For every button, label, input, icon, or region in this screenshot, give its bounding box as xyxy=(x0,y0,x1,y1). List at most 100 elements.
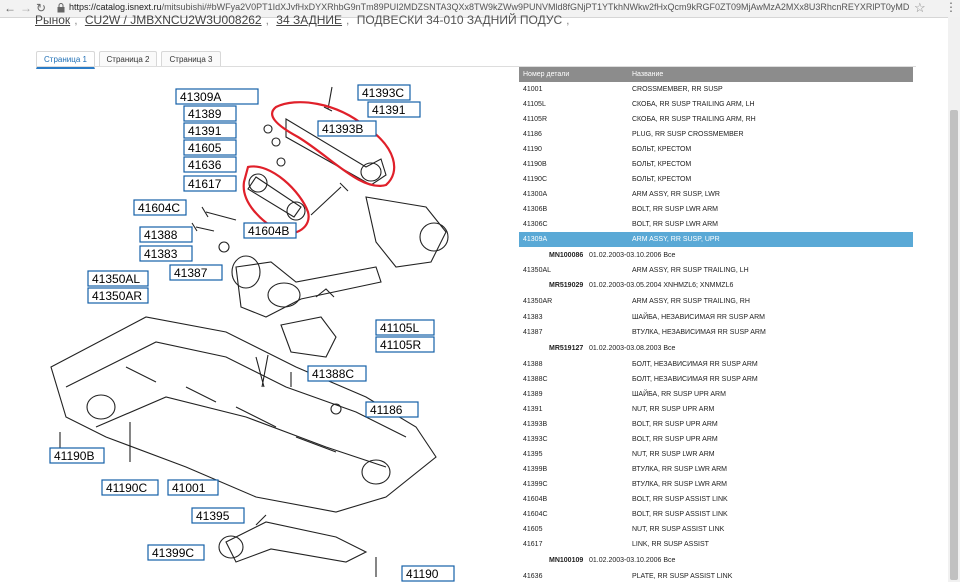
table-row[interactable]: 41306C BOLT, RR SUSP LWR ARM xyxy=(519,217,913,232)
row-part-number: 41399B xyxy=(523,466,548,473)
svg-text:41399C: 41399C xyxy=(152,546,194,560)
table-row[interactable]: 41105R СКОБА, RR SUSP TRAILING ARM, RH xyxy=(519,112,913,127)
callout-41395: 41395 xyxy=(191,507,245,524)
row-part-name: BOLT, RR SUSP LWR ARM xyxy=(632,221,718,228)
row-part-number: 41190B xyxy=(523,161,547,168)
row-part-name: СКОБА, RR SUSP TRAILING ARM, RH xyxy=(632,116,756,123)
svg-text:41605: 41605 xyxy=(188,141,222,155)
url-path: /mitsubishi/#bWFya2V0PT1IdXJvfHxDYXRhbG9… xyxy=(161,2,909,12)
forward-arrow-icon[interactable]: → xyxy=(20,1,32,15)
back-arrow-icon[interactable]: ← xyxy=(4,1,16,15)
subrow-detail: 01.02.2003-03.05.2004 XNHMZL6; XNMMZL6 xyxy=(589,282,734,289)
row-part-number: 41399C xyxy=(523,481,548,488)
row-part-number: 41393B xyxy=(523,421,548,428)
callout-41383: 41383 xyxy=(139,245,193,262)
callout-41190C: 41190C xyxy=(101,479,159,496)
table-row[interactable]: 41350AR ARM ASSY, RR SUSP TRAILING, RH xyxy=(519,294,913,309)
row-part-number: 41387 xyxy=(523,329,543,336)
row-part-name: ARM ASSY, RR SUSP, LWR xyxy=(632,191,720,198)
row-part-number: 41190 xyxy=(523,146,542,153)
row-part-name: БОЛТ, НЕЗАВИСИМАЯ RR SUSP ARM xyxy=(632,376,758,383)
row-part-number: 41389 xyxy=(523,391,543,398)
breadcrumb-market[interactable]: Рынок xyxy=(35,13,71,27)
row-part-number: 41350AR xyxy=(523,298,553,305)
reload-icon[interactable]: ↻ xyxy=(36,1,47,15)
tab-page-3[interactable]: Страница 3 xyxy=(161,51,221,67)
svg-text:41391: 41391 xyxy=(372,103,406,117)
svg-text:41395: 41395 xyxy=(196,509,230,523)
tab-page-1[interactable]: Страница 1 xyxy=(36,51,95,69)
svg-text:41604B: 41604B xyxy=(248,224,289,238)
browser-menu-icon[interactable]: ⋮ xyxy=(945,0,957,14)
svg-text:41190C: 41190C xyxy=(106,481,147,495)
callout-41636: 41636 xyxy=(183,156,237,173)
row-part-name: БОЛЬТ, КРЕСТОМ xyxy=(632,161,692,168)
callout-41617: 41617 xyxy=(183,175,237,192)
row-part-number: 41190C xyxy=(523,176,548,183)
svg-text:41617: 41617 xyxy=(188,177,222,191)
row-part-number: 41605 xyxy=(523,526,543,533)
lock-icon xyxy=(57,3,65,13)
row-part-name: ARM ASSY, RR SUSP TRAILING, RH xyxy=(632,298,750,305)
callout-41605: 41605 xyxy=(183,139,237,156)
row-part-name: PLATE, RR SUSP ASSIST LINK xyxy=(632,573,733,580)
table-row[interactable]: 41190B БОЛЬТ, КРЕСТОМ xyxy=(519,157,913,172)
row-part-name: ВТУЛКА, RR SUSP LWR ARM xyxy=(632,466,728,473)
url-field[interactable]: https://catalog.isnext.ru/mitsubishi/#bW… xyxy=(69,2,909,12)
table-row[interactable]: 41388C БОЛТ, НЕЗАВИСИМАЯ RR SUSP ARM xyxy=(519,372,913,387)
svg-text:41001: 41001 xyxy=(172,481,206,495)
svg-text:41391: 41391 xyxy=(188,124,222,138)
svg-text:41350AL: 41350AL xyxy=(92,272,140,286)
header-part-number: Номер детали xyxy=(523,71,570,78)
row-part-name: ARM ASSY, RR SUSP TRAILING, LH xyxy=(632,267,749,274)
tab-page-2[interactable]: Страница 2 xyxy=(99,51,157,67)
table-row[interactable]: 41399B ВТУЛКА, RR SUSP LWR ARM xyxy=(519,462,913,477)
svg-text:41105L: 41105L xyxy=(380,321,419,335)
table-header: Номер детали Название xyxy=(519,67,913,82)
row-part-name: NUT, RR SUSP ASSIST LINK xyxy=(632,526,725,533)
svg-text:41383: 41383 xyxy=(144,247,178,261)
callout-41393B: 41393B xyxy=(317,120,377,137)
row-part-number: 41306C xyxy=(523,221,548,228)
breadcrumb-rear[interactable]: 34 ЗАДНИЕ xyxy=(276,13,343,27)
row-part-number: 41388C xyxy=(523,376,548,383)
table-row[interactable]: 41605 NUT, RR SUSP ASSIST LINK xyxy=(519,522,913,537)
scrollbar-thumb[interactable] xyxy=(950,110,958,580)
row-part-number: 41617 xyxy=(523,541,543,548)
callout-41190B: 41190B xyxy=(49,447,105,464)
address-bar: ← → ↻ https://catalog.isnext.ru/mitsubis… xyxy=(0,0,960,18)
svg-text:41309A: 41309A xyxy=(180,90,221,104)
row-part-number: 41383 xyxy=(523,314,543,321)
breadcrumb-vin[interactable]: CU2W / JMBXNCU2W3U008262 xyxy=(84,13,262,27)
row-part-number: 41105R xyxy=(523,116,548,123)
row-part-name: BOLT, RR SUSP ASSIST LINK xyxy=(632,496,728,503)
bookmark-star-icon[interactable]: ☆ xyxy=(914,0,926,15)
svg-text:41636: 41636 xyxy=(188,158,222,172)
